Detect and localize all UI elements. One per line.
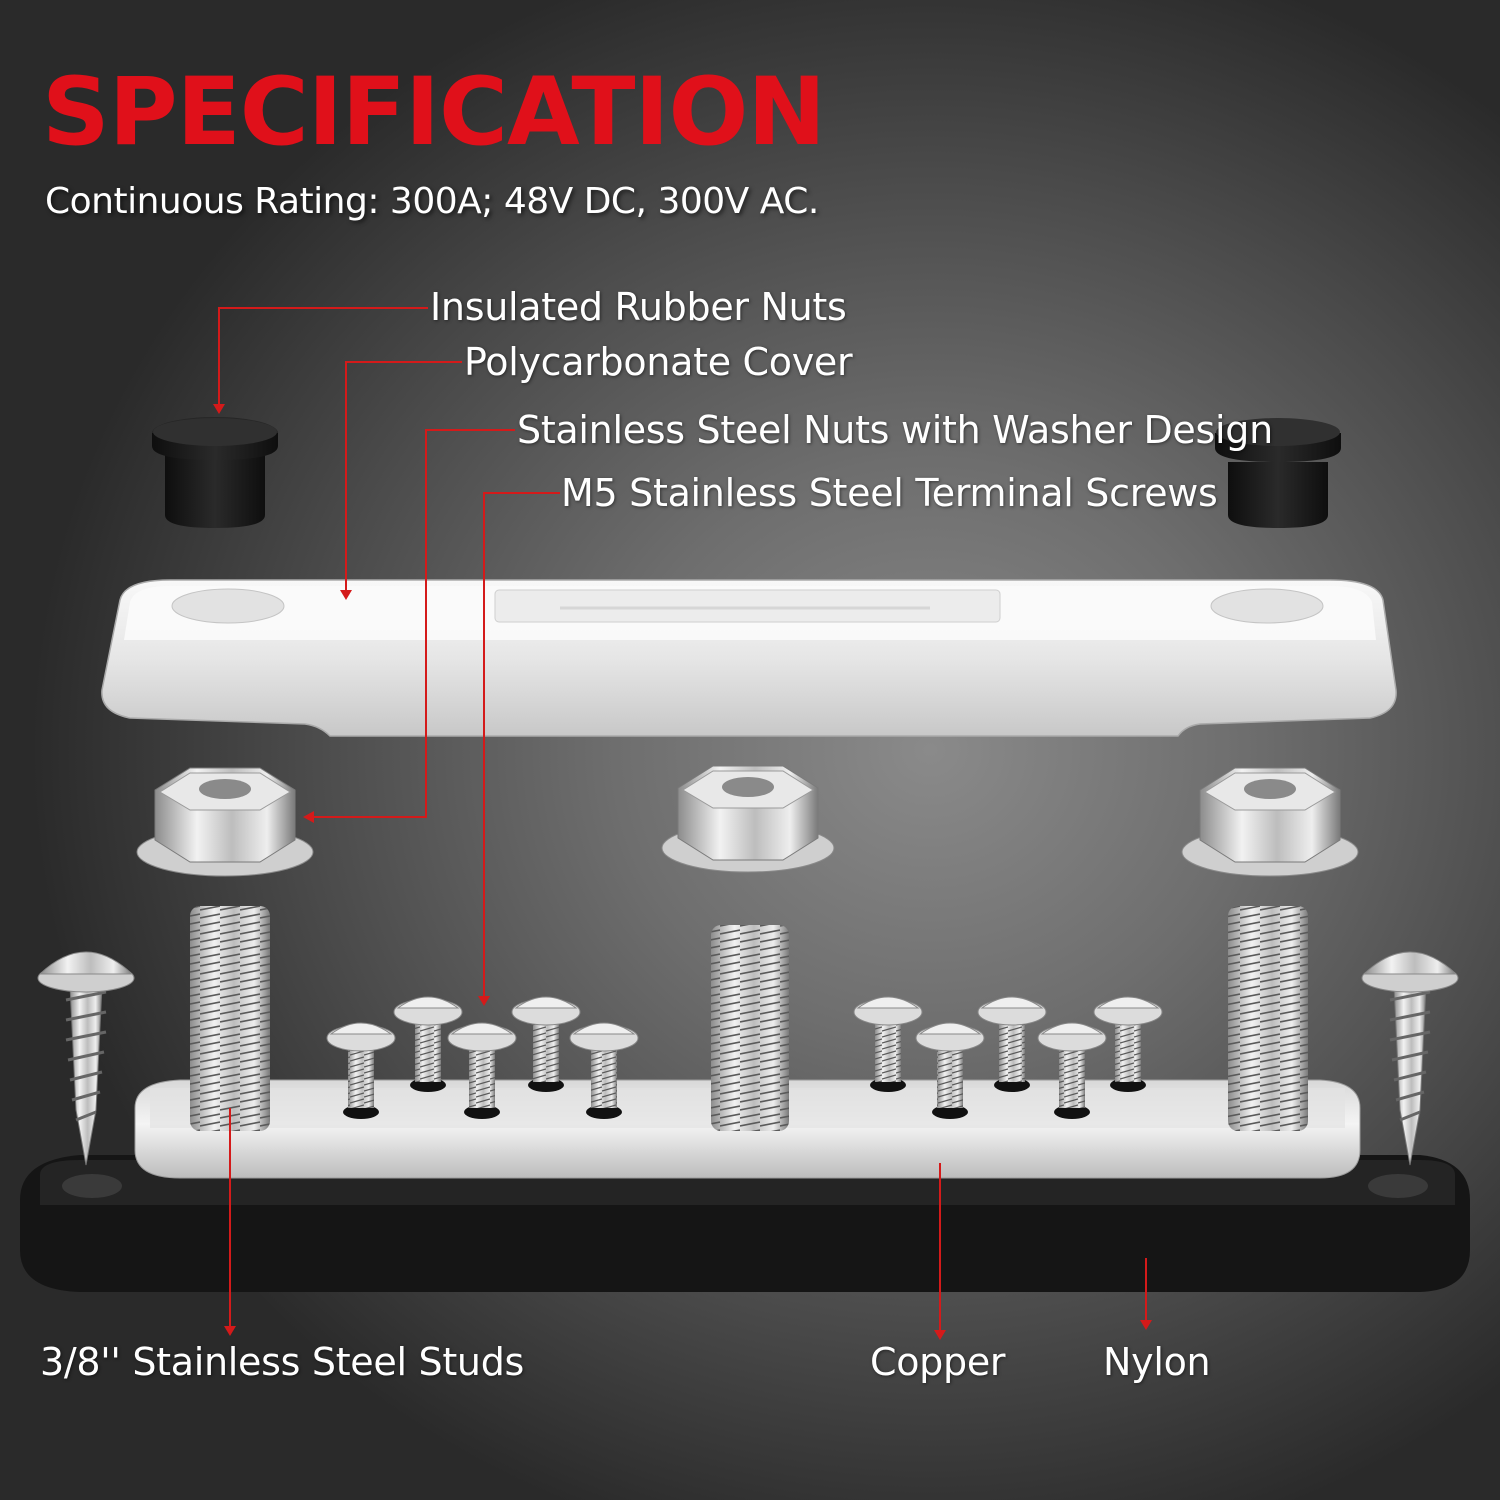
rubber-nut-right	[1215, 418, 1341, 528]
rating-subtitle: Continuous Rating: 300A; 48V DC, 300V AC…	[45, 181, 819, 222]
terminal-screws	[326, 996, 1163, 1119]
arrowhead	[934, 1330, 946, 1340]
arrowhead	[1140, 1320, 1152, 1330]
arrowhead	[224, 1326, 236, 1336]
polycarbonate-cover	[101, 579, 1397, 737]
stud-left	[190, 906, 270, 1131]
terminal-screw	[977, 996, 1047, 1092]
label-steel-nuts: Stainless Steel Nuts with Washer Design	[517, 408, 1273, 452]
terminal-screw	[569, 1022, 639, 1119]
stud-center	[711, 925, 789, 1131]
terminal-screw	[853, 996, 923, 1092]
leader-terminal-screws	[483, 492, 560, 998]
label-terminal-screws: M5 Stainless Steel Terminal Screws	[561, 471, 1218, 515]
label-nylon: Nylon	[1103, 1340, 1211, 1384]
leader-steel-nuts	[312, 429, 515, 818]
steel-nut-right	[1181, 767, 1359, 877]
label-cover: Polycarbonate Cover	[464, 340, 853, 384]
mounting-screw-left	[37, 951, 135, 1166]
terminal-screw	[447, 1022, 517, 1119]
rubber-nut-left	[152, 417, 278, 528]
arrowhead	[303, 811, 314, 823]
steel-nut-left	[136, 767, 314, 877]
terminal-screw	[511, 996, 581, 1092]
mounting-screw-right	[1361, 951, 1459, 1166]
arrowhead	[478, 996, 490, 1006]
arrowhead	[213, 404, 225, 414]
terminal-screw	[326, 1022, 396, 1119]
label-rubber-nuts: Insulated Rubber Nuts	[430, 285, 847, 329]
terminal-screw	[393, 996, 463, 1092]
terminal-screw	[1093, 996, 1163, 1092]
leader-rubber-nuts	[218, 307, 428, 406]
label-studs: 3/8'' Stainless Steel Studs	[40, 1340, 525, 1384]
label-copper: Copper	[870, 1340, 1006, 1384]
page-title: SPECIFICATION	[42, 58, 826, 167]
steel-nut-center	[661, 765, 835, 873]
terminal-screw	[915, 1022, 985, 1119]
leader-lines	[213, 307, 1152, 1340]
terminal-screw	[1037, 1022, 1107, 1119]
arrowhead	[340, 590, 352, 600]
stud-right	[1228, 906, 1308, 1131]
leader-cover	[345, 361, 462, 592]
